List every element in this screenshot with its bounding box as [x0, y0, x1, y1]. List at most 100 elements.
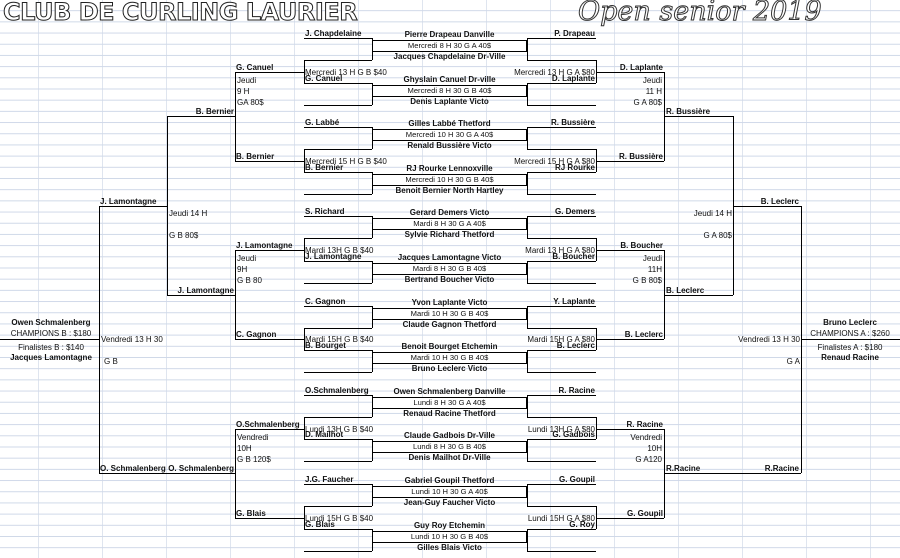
round3-schedule: Jeudi — [642, 254, 662, 264]
draw-bottom-team: Gilles Blais Victo — [417, 542, 482, 552]
bracket-line — [527, 82, 528, 105]
round2-team: G. Blais — [236, 508, 266, 518]
bracket-line — [527, 104, 596, 106]
bracket-line — [304, 127, 372, 129]
bracket-line — [235, 71, 304, 73]
draw-bottom-team: Denis Laplante Victo — [410, 96, 489, 106]
bracket-line — [664, 473, 733, 475]
round2-team: O.Schmalenberg — [236, 419, 300, 429]
bracket-line — [733, 205, 801, 207]
first-round-team: B. Leclerc — [556, 341, 595, 351]
round3-schedule: 9 H — [237, 86, 250, 96]
final-grade: G B — [104, 357, 118, 367]
first-round-team: B. Bernier — [305, 162, 344, 172]
bracket-line — [99, 205, 100, 474]
round3-schedule: 11H — [647, 265, 662, 275]
draw-top-team: Gerard Demers Victo — [409, 208, 490, 218]
bracket-line — [596, 60, 597, 83]
bracket-line — [304, 416, 372, 418]
first-round-team: G. Gadbois — [552, 430, 595, 440]
draw-schedule-box: Lundi 8 H 30 G B 40$ — [372, 441, 527, 454]
round3-schedule: Vendredi — [237, 432, 269, 442]
semifinal-schedule: Jeudi 14 H — [693, 208, 732, 218]
bracket-line — [527, 216, 528, 239]
bracket-line — [99, 205, 167, 207]
first-round-team: D. Mailhot — [305, 430, 344, 440]
bracket-line — [235, 250, 304, 252]
round2-schedule: Mardi 13 H G A $80 — [525, 246, 595, 256]
bracket-line — [235, 428, 236, 518]
round3-team: R. Bussière — [666, 107, 711, 117]
bracket-line — [304, 60, 372, 61]
bracket-line — [733, 116, 734, 295]
bracket-line — [235, 250, 236, 340]
first-round-team: R. Racine — [558, 385, 595, 395]
bracket-line — [99, 473, 167, 475]
bracket-line — [596, 250, 664, 252]
round2-team: D. Laplante — [619, 62, 663, 72]
draw-bottom-team: Bertrand Boucher Victo — [404, 275, 495, 284]
draw-schedule-box: Lundi 10 H 30 G A 40$ — [372, 486, 527, 498]
round3-team: R.Racine — [666, 464, 701, 474]
bracket-line — [304, 350, 372, 352]
bracket-line — [527, 171, 596, 173]
bracket-line — [527, 38, 528, 60]
bracket-line — [527, 127, 596, 129]
first-round-team: Y. Laplante — [553, 296, 595, 306]
bracket-line — [527, 38, 596, 39]
bracket-line — [527, 394, 528, 417]
semifinal-team: J. Lamontagne — [100, 196, 157, 206]
bracket-line — [167, 116, 168, 295]
round3-schedule: G B 80 — [237, 276, 262, 286]
champion-a-prize: CHAMPIONS A : $260 — [810, 329, 890, 339]
draw-bottom-team: Sylvie Richard Thetford — [404, 230, 495, 240]
draw-schedule-box: Mercredi 10 H 30 G B 40$ — [372, 173, 527, 186]
semifinal-team: B. Leclerc — [760, 196, 799, 206]
bracket-line — [304, 305, 372, 307]
round2-team: B. Leclerc — [624, 330, 663, 340]
first-round-team: R. Bussière — [550, 118, 595, 128]
draw-top-team: Pierre Drapeau Danville — [404, 30, 495, 39]
final-team: R.Racine — [764, 464, 799, 474]
bracket-line — [527, 394, 596, 396]
bracket-line — [527, 439, 596, 441]
bracket-line — [304, 261, 372, 262]
bracket-line — [167, 116, 235, 118]
semifinal-schedule: G A 80$ — [703, 230, 732, 240]
draw-top-team: Owen Schmalenberg Danville — [393, 386, 506, 396]
bracket-line — [596, 71, 664, 73]
bracket-line — [527, 305, 596, 307]
bracket-line — [527, 416, 596, 418]
draw-bottom-team: Claude Gagnon Thetford — [402, 319, 497, 329]
club-title: CLUB DE CURLING LAURIER — [2, 0, 358, 27]
champion-b-name: Owen Schmalenberg — [11, 318, 91, 328]
round2-schedule: Lundi 13H G A $80 — [527, 424, 595, 434]
first-round-team: G. Canuel — [305, 73, 343, 83]
draw-schedule-box: Mardi 8 H 30 G A 40$ — [372, 218, 527, 231]
round3-team: B. Bernier — [195, 107, 234, 117]
draw-schedule-box: Lundi 10 H 30 G B 40$ — [372, 530, 527, 543]
bracket-line — [527, 305, 528, 328]
round2-team: R. Bussière — [618, 152, 663, 161]
bracket-line — [596, 517, 664, 519]
round2-team: G. Goupil — [627, 508, 663, 518]
round2-schedule: Lundi 15H G A $80 — [527, 513, 595, 523]
first-round-team: D. Laplante — [551, 73, 595, 83]
draw-top-team: RJ Rourke Lennoxville — [406, 163, 493, 173]
draw-top-team: Guy Roy Etchemin — [413, 520, 486, 530]
round2-schedule: Mercredi 15 H G B $40 — [305, 157, 387, 166]
draw-top-team: Claude Gadbois Dr-Ville — [404, 431, 495, 441]
round3-team: J. Lamontagne — [177, 285, 234, 295]
finalist-b-prize: Finalistes B : $140 — [18, 343, 84, 353]
first-round-team: B. Bourget — [305, 341, 346, 351]
bracket-line — [527, 506, 596, 507]
bracket-line — [733, 473, 801, 475]
bracket-line — [596, 327, 597, 351]
finalist-b-name: Jacques Lamontagne — [10, 353, 92, 363]
bracket-line — [304, 238, 372, 240]
bracket-line — [527, 171, 528, 194]
bracket-line — [527, 216, 596, 218]
draw-top-team: Gilles Labbé Thetford — [408, 119, 491, 129]
bracket-line — [235, 71, 236, 161]
bracket-line — [304, 416, 305, 440]
